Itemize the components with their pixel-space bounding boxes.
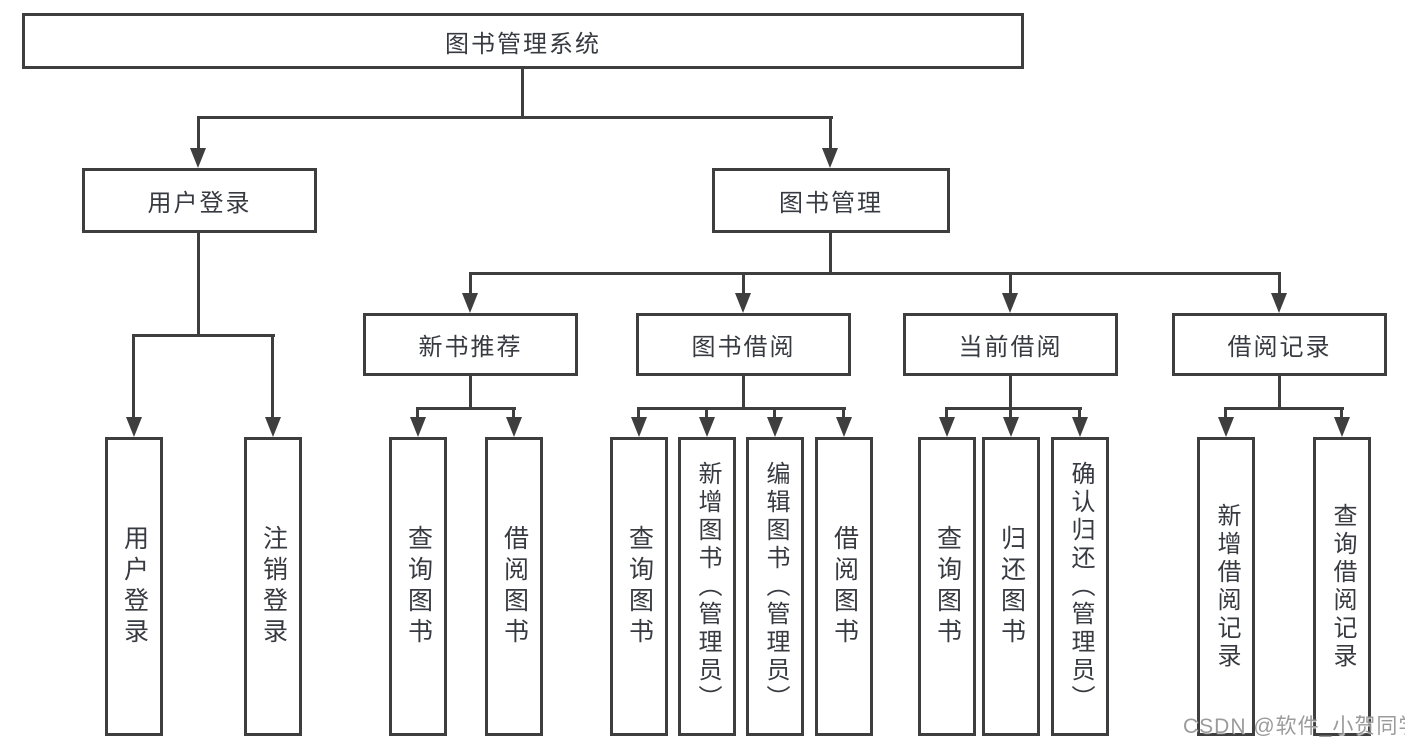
leaf-return-books: 归还图书 <box>982 437 1040 736</box>
leaf-label: 用户登录 <box>120 524 149 649</box>
arrow-down-icon <box>1002 293 1018 313</box>
connector-line <box>773 407 776 419</box>
leaf-label: 查询图书 <box>404 524 433 649</box>
arrow-down-icon <box>631 417 647 437</box>
node-label: 图书借阅 <box>691 334 796 361</box>
connector-line <box>197 233 200 337</box>
leaf-label: 新增图书（管理员） <box>694 460 721 713</box>
node-label: 用户登录 <box>147 190 252 217</box>
node-new-book-recommend: 新书推荐 <box>363 313 578 376</box>
connector-line <box>271 334 274 418</box>
connector-line <box>1278 272 1281 296</box>
connector-line <box>842 407 845 419</box>
arrow-down-icon <box>1271 293 1287 313</box>
connector-line <box>1224 407 1227 419</box>
arrow-down-icon <box>822 148 838 168</box>
leaf-query-borrow-record: 查询借阅记录 <box>1313 437 1371 736</box>
connector-line <box>1009 272 1012 296</box>
node-label: 图书管理 <box>779 190 883 217</box>
leaf-borrow-books: 借阅图书 <box>815 437 873 736</box>
leaf-label: 编辑图书（管理员） <box>762 460 789 713</box>
node-borrow-records: 借阅记录 <box>1172 313 1387 376</box>
leaf-confirm-return-admin: 确认归还（管理员） <box>1051 437 1109 736</box>
arrow-down-icon <box>1072 417 1088 437</box>
connector-line <box>705 407 708 419</box>
connector-line <box>197 116 833 119</box>
arrow-down-icon <box>265 417 281 437</box>
leaf-label: 归还图书 <box>997 524 1026 649</box>
connector-line <box>829 116 832 150</box>
arrow-down-icon <box>939 417 955 437</box>
arrow-down-icon <box>462 293 478 313</box>
connector-line <box>1009 407 1012 419</box>
arrow-down-icon <box>735 293 751 313</box>
leaf-user-login: 用户登录 <box>105 437 163 736</box>
node-label: 当前借阅 <box>958 334 1063 361</box>
arrow-down-icon <box>767 417 783 437</box>
connector-line <box>946 407 1082 410</box>
leaf-label: 查询图书 <box>625 524 654 649</box>
connector-line <box>829 233 832 275</box>
node-book-borrow: 图书借阅 <box>636 313 851 376</box>
arrow-down-icon <box>1003 417 1019 437</box>
leaf-add-books-admin: 新增图书（管理员） <box>678 437 736 736</box>
leaf-label: 确认归还（管理员） <box>1067 460 1094 713</box>
leaf-label: 借阅图书 <box>500 524 529 649</box>
leaf-label: 注销登录 <box>259 524 288 649</box>
arrow-down-icon <box>1334 417 1350 437</box>
leaf-label: 新增借阅记录 <box>1213 502 1240 671</box>
arrow-down-icon <box>190 148 206 168</box>
arrow-down-icon <box>699 417 715 437</box>
leaf-label: 查询借阅记录 <box>1329 502 1356 671</box>
connector-line <box>417 407 516 410</box>
leaf-query-books-borrow: 查询图书 <box>610 437 668 736</box>
node-user-login: 用户登录 <box>82 168 317 233</box>
connector-line <box>638 407 846 410</box>
connector-line <box>637 407 640 419</box>
connector-line <box>132 334 135 418</box>
connector-line <box>469 376 472 410</box>
arrow-down-icon <box>506 417 522 437</box>
leaf-query-books-recommend: 查询图书 <box>389 437 447 736</box>
connector-line <box>1009 376 1012 410</box>
connector-line <box>197 116 200 150</box>
node-label: 新书推荐 <box>418 334 523 361</box>
arrow-down-icon <box>126 417 142 437</box>
leaf-label: 查询图书 <box>933 524 962 649</box>
node-current-borrow: 当前借阅 <box>903 313 1118 376</box>
connector-line <box>521 69 524 119</box>
connector-line <box>1078 407 1081 419</box>
connector-line <box>945 407 948 419</box>
connector-line <box>416 407 419 419</box>
node-book-management: 图书管理 <box>712 168 950 233</box>
connector-line <box>742 376 745 410</box>
connector-line <box>1278 376 1281 410</box>
connector-line <box>512 407 515 419</box>
node-label: 借阅记录 <box>1227 334 1332 361</box>
leaf-borrow-books-recommend: 借阅图书 <box>485 437 543 736</box>
node-root-library-system: 图书管理系统 <box>22 13 1024 69</box>
node-label: 图书管理系统 <box>445 30 601 58</box>
leaf-query-books-current: 查询图书 <box>918 437 976 736</box>
connector-line <box>469 272 472 296</box>
leaf-logout: 注销登录 <box>244 437 302 736</box>
leaf-add-borrow-record: 新增借阅记录 <box>1197 437 1255 736</box>
arrow-down-icon <box>836 417 852 437</box>
arrow-down-icon <box>1218 417 1234 437</box>
connector-line <box>742 272 745 296</box>
connector-line <box>469 272 1281 275</box>
connector-line <box>1225 407 1344 410</box>
leaf-label: 借阅图书 <box>830 524 859 649</box>
connector-line <box>1340 407 1343 419</box>
arrow-down-icon <box>410 417 426 437</box>
leaf-edit-books-admin: 编辑图书（管理员） <box>746 437 804 736</box>
csdn-watermark: CSDN @软件_小贺同学 <box>1183 715 1405 738</box>
connector-line <box>132 334 275 337</box>
